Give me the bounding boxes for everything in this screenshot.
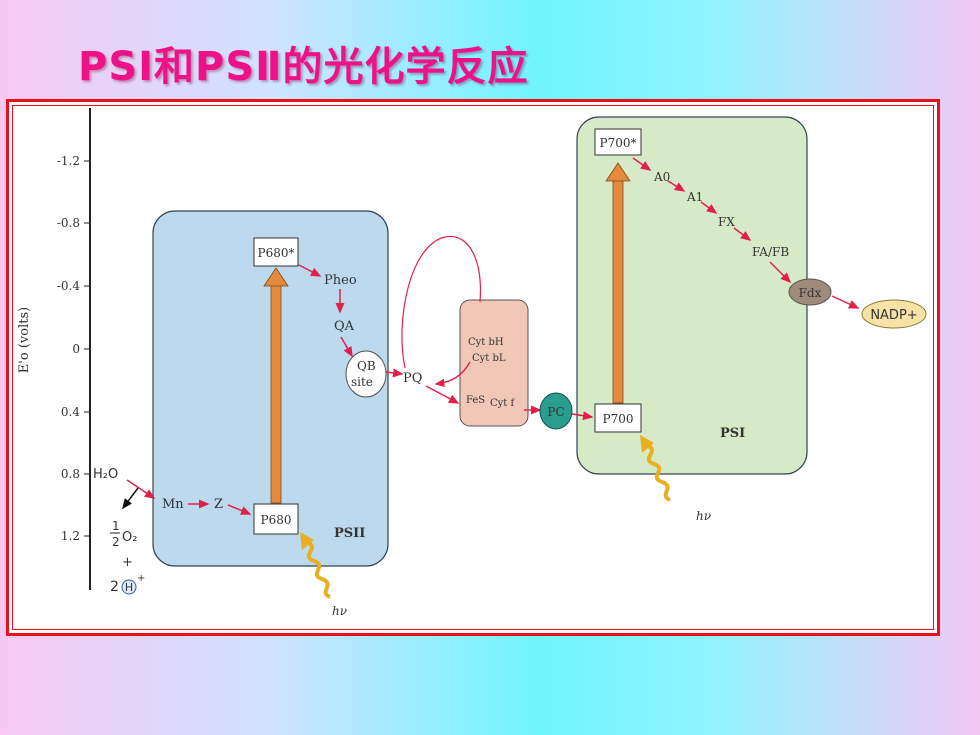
pc-to-p700-arrow (571, 411, 594, 421)
slide-title: PSⅠ和PSⅡ的光化学反应 (78, 44, 529, 90)
p680-excited-label: P680* (258, 246, 295, 260)
p700-to-a0-arrow (632, 157, 652, 171)
h-coefficient: 2 (110, 579, 119, 595)
nadp-label: NADP+ (870, 308, 917, 323)
o2-label: O₂ (122, 530, 137, 545)
fdx-ellipse (788, 278, 832, 306)
mn-label: Mn (162, 497, 184, 512)
psi-light-squiggle (646, 444, 672, 502)
fdx-label: Fdx (799, 286, 822, 300)
proton-charge: + (137, 573, 145, 584)
diagram-frame-inner (12, 105, 934, 630)
cytf-label: Cyt f (490, 398, 515, 409)
p680-ground-label: P680 (261, 513, 292, 527)
pc-ellipse (539, 392, 573, 430)
site-label: site (351, 375, 373, 389)
psii-light-arrowhead (300, 532, 314, 550)
p700-ground-box (594, 403, 642, 433)
psi-light-arrowhead (640, 435, 654, 453)
cyt-bh-label: Cyt bH (468, 337, 504, 348)
fdx-to-nadp-arrow (831, 295, 860, 309)
fafb-to-fdx-arrow (769, 261, 792, 284)
qb-label: QB (357, 359, 376, 373)
psi-excitation-arrowhead (605, 162, 631, 182)
a0-label: A0 (653, 170, 670, 184)
cyt-bl-label: Cyt bL (472, 353, 506, 364)
tick-label: 0.8 (61, 467, 80, 481)
pheo-label: Pheo (324, 273, 357, 288)
qb-to-pq-arrow (385, 368, 404, 378)
pc-label: PC (547, 405, 564, 419)
cytochrome-box (459, 299, 529, 427)
psi-label: PSI (720, 426, 745, 441)
z-to-p680-arrow (227, 504, 252, 515)
fx-label: FX (718, 215, 735, 229)
fa-fb-label: FA/FB (752, 245, 789, 259)
tick-label: 1.2 (61, 529, 80, 543)
proton-circle (121, 579, 137, 595)
a1-to-fx-arrow (700, 201, 718, 214)
psii-light-label: hν (332, 604, 347, 618)
y-axis-ticks (84, 160, 90, 537)
psi-excitation-arrow (612, 179, 624, 404)
h2o-to-mn-arrow (126, 479, 156, 499)
axis-label: E'o (volts) (17, 307, 32, 373)
a1-label: A1 (686, 190, 703, 204)
psi-light-label: hν (696, 509, 711, 523)
fx-to-fafb-arrow (733, 227, 752, 241)
plus-sign: + (122, 555, 133, 570)
tick-label: -1.2 (57, 154, 80, 168)
tick-label: 0 (72, 342, 80, 356)
p700-excited-label: P700* (600, 136, 637, 150)
p680-excited-box (253, 237, 299, 267)
nadp-ellipse (861, 299, 927, 329)
half-denominator: 2 (112, 535, 120, 549)
cyt-to-pq-arrow (434, 361, 471, 388)
tick-label: -0.4 (57, 279, 81, 293)
a0-to-a1-arrow (667, 180, 686, 192)
qa-label: QA (334, 319, 355, 334)
qb-site-ellipse (345, 350, 387, 398)
p700-ground-label: P700 (603, 412, 634, 426)
z-label: Z (214, 497, 223, 512)
psii-light-squiggle (306, 541, 332, 599)
proton-label: H (125, 581, 133, 594)
psii-excitation-arrowhead (263, 267, 289, 287)
q-cycle-loop (401, 235, 482, 369)
fes-label: FeS (466, 395, 485, 406)
qa-to-qb-arrow (340, 336, 353, 358)
half-numerator: 1 (112, 519, 120, 533)
psii-excitation-arrow (270, 284, 282, 504)
p680-ground-box (253, 503, 299, 535)
tick-label: 0.4 (61, 405, 80, 419)
psii-box (152, 210, 389, 567)
p680-to-pheo-arrow (298, 264, 322, 277)
h2o-to-o2-arrow (122, 487, 139, 510)
h2o-label: H₂O (93, 467, 118, 482)
p700-excited-box (594, 128, 642, 156)
pq-to-fes-arrow (425, 385, 460, 404)
psii-label: PSII (334, 526, 365, 541)
tick-label: -0.8 (57, 216, 80, 230)
pq-label: PQ (403, 371, 422, 386)
